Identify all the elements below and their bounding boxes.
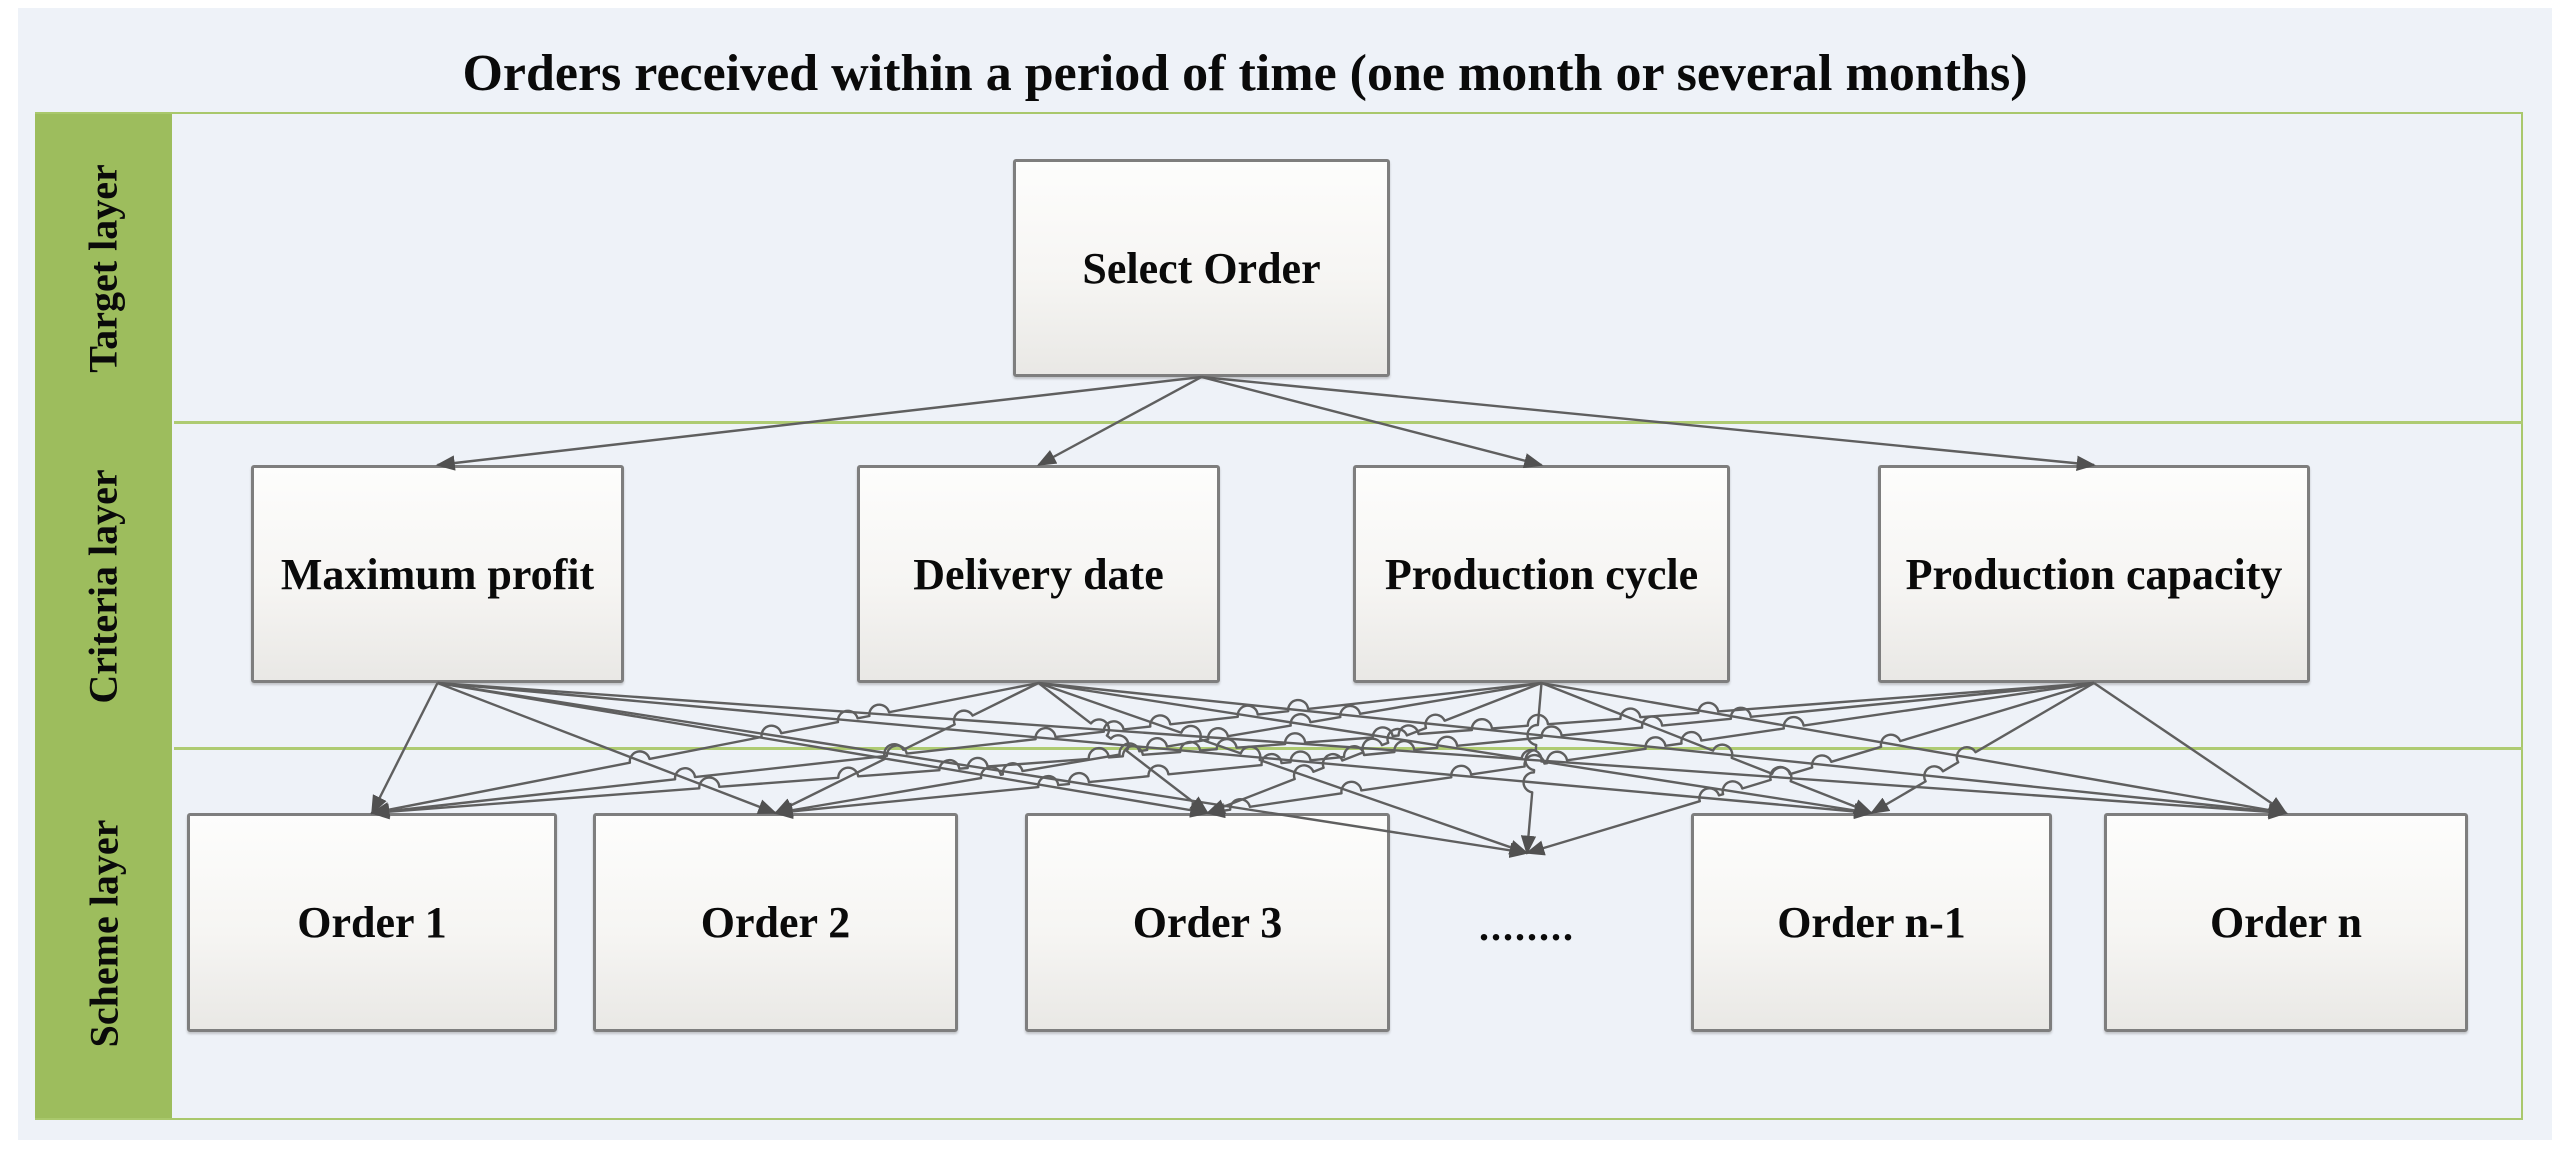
scheme-layer-label: Scheme layer xyxy=(81,819,127,1048)
target-layer-label: Target layer xyxy=(81,164,126,373)
criteria-layer-label: Criteria layer xyxy=(81,468,127,704)
target-criteria-divider xyxy=(174,421,2523,424)
node-order-1: Order 1 xyxy=(187,813,557,1032)
node-delivery-date: Delivery date xyxy=(857,465,1220,683)
node-maximum-profit: Maximum profit xyxy=(251,465,624,683)
layer-sidebar xyxy=(35,114,172,1118)
node-order-2: Order 2 xyxy=(593,813,958,1032)
sidebar-label-criteria-layer: Criteria layer xyxy=(35,423,172,749)
node-order-3: Order 3 xyxy=(1025,813,1390,1032)
node-production-capacity: Production capacity xyxy=(1878,465,2310,683)
diagram-title: Orders received within a period of time … xyxy=(462,45,2028,102)
node-select-order: Select Order xyxy=(1013,159,1390,377)
sidebar-label-scheme-layer: Scheme layer xyxy=(35,749,172,1118)
sidebar-label-target-layer: Target layer xyxy=(35,114,172,423)
criteria-scheme-divider xyxy=(174,747,2523,750)
node-order-n1: Order n-1 xyxy=(1691,813,2052,1032)
omitted-orders-ellipsis: ........ xyxy=(1479,904,1575,949)
node-order-n: Order n xyxy=(2104,813,2468,1032)
node-production-cycle: Production cycle xyxy=(1353,465,1730,683)
